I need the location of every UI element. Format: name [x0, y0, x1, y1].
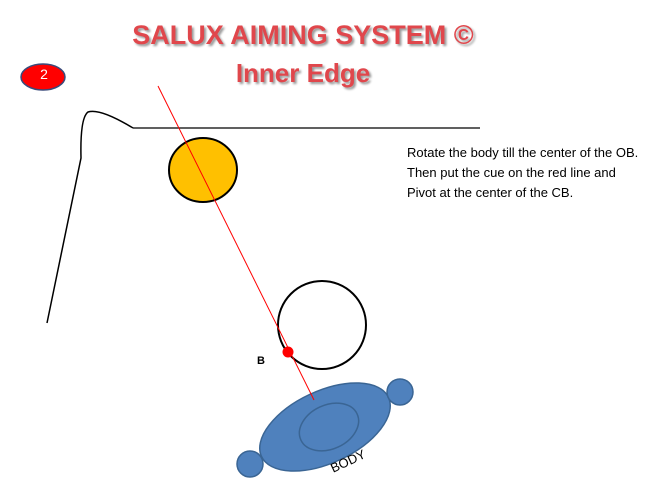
- step-number: 2: [40, 66, 48, 82]
- pivot-point-b: [282, 346, 294, 358]
- instruction-line: Rotate the body till the center of the O…: [407, 145, 639, 160]
- object-ball: [168, 137, 238, 203]
- table-rail-pocket: [46, 110, 134, 324]
- body-right-ball: [386, 378, 414, 406]
- subtitle: Inner Edge: [235, 58, 371, 88]
- step-badge: [20, 63, 66, 91]
- body-inner: [298, 402, 360, 452]
- point-label: B: [257, 355, 265, 367]
- title: SALUX AIMING SYSTEM ©: [132, 20, 474, 50]
- instructions: Rotate the body till the center of the O…: [407, 143, 638, 203]
- body-left-ball: [236, 450, 264, 478]
- instruction-line: Pivot at the center of the CB.: [407, 185, 574, 200]
- instruction-line: Then put the cue on the red line and: [407, 165, 616, 180]
- cue-ball: [277, 280, 367, 370]
